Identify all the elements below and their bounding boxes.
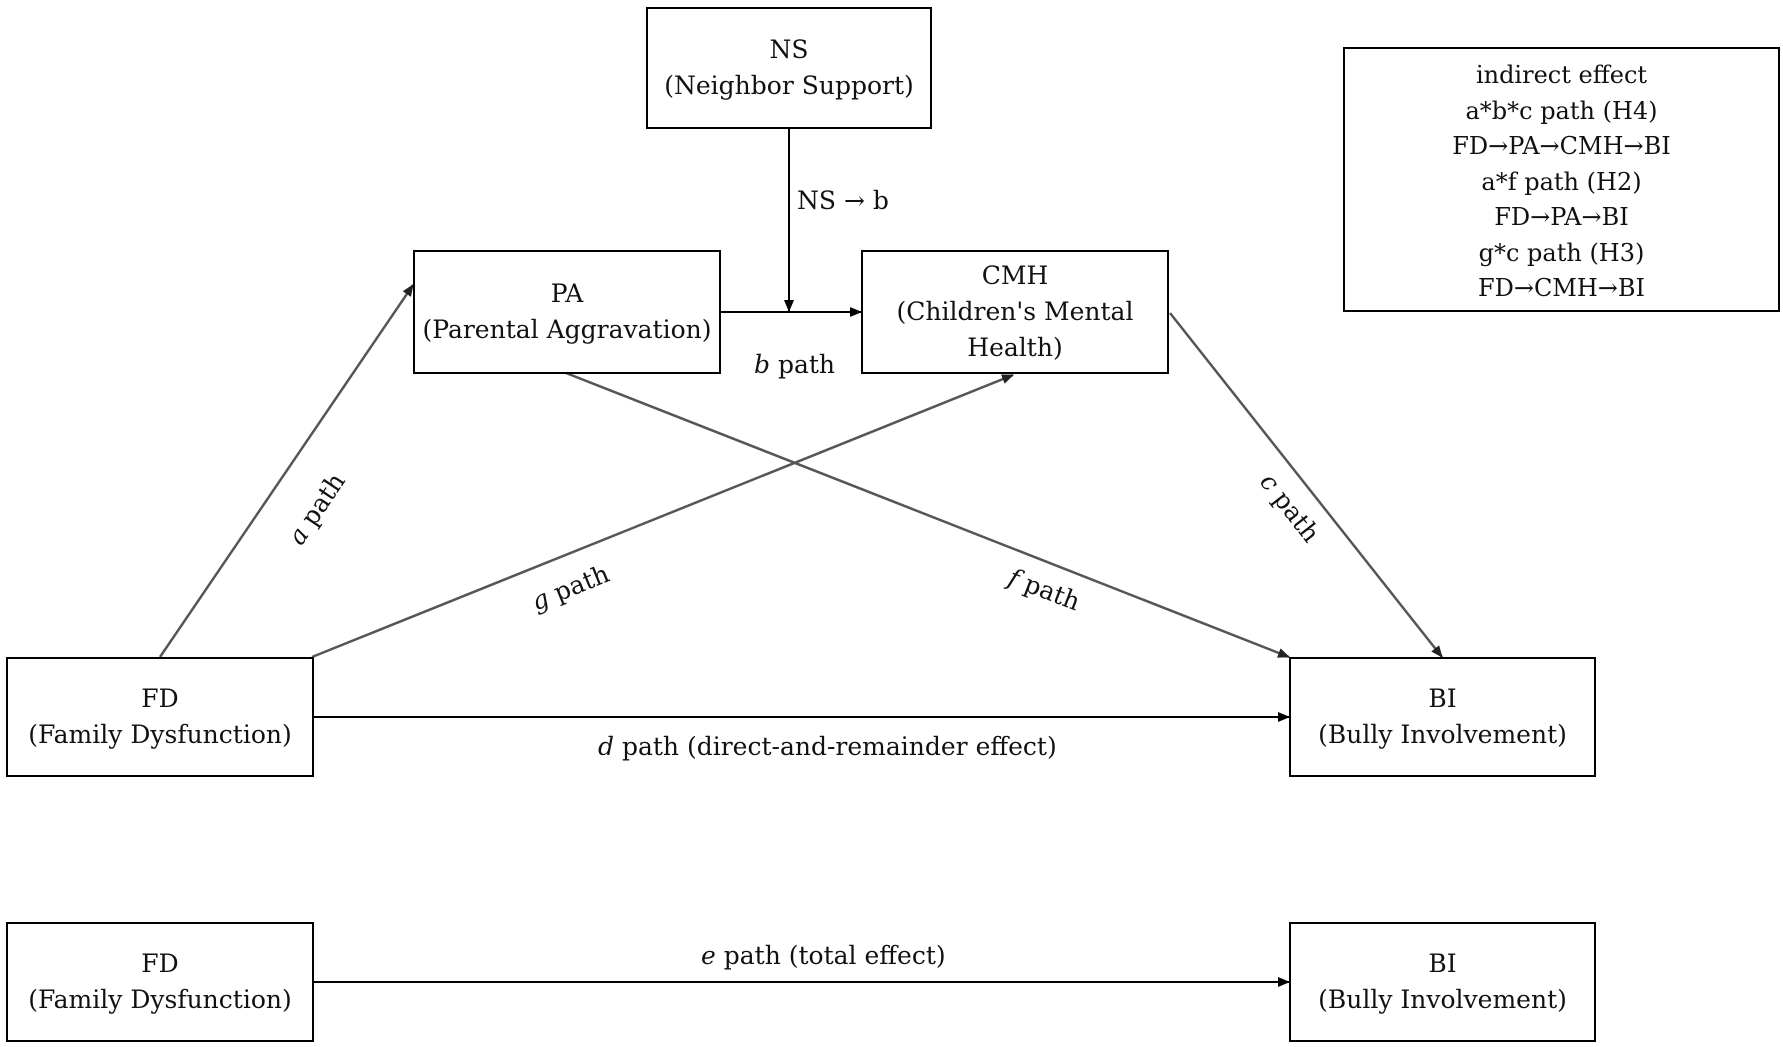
label-d-text: path (direct-and-remainder effect) bbox=[614, 732, 1057, 761]
label-ns-moderation: NS → b bbox=[797, 186, 889, 215]
legend-line: FD→PA→CMH→BI bbox=[1452, 132, 1671, 160]
arrow-a-path bbox=[158, 284, 415, 658]
label-b-letter: b bbox=[754, 350, 771, 379]
node-bi-abbr: BI bbox=[1428, 684, 1457, 713]
legend-line: FD→PA→BI bbox=[1494, 203, 1629, 231]
node-bi: BI (Bully Involvement) bbox=[1289, 657, 1596, 777]
node-cmh-full-line2: Health) bbox=[967, 333, 1063, 362]
arrow-c-path bbox=[1169, 312, 1443, 658]
node-pa-abbr: PA bbox=[550, 279, 584, 308]
label-d-letter: d bbox=[598, 732, 615, 761]
node-cmh-abbr: CMH bbox=[981, 261, 1049, 290]
node-fd-abbr: FD bbox=[141, 684, 179, 713]
node-pa: PA (Parental Aggravation) bbox=[413, 250, 721, 374]
label-b-path: b path bbox=[754, 350, 835, 380]
legend-line: FD→CMH→BI bbox=[1477, 274, 1646, 302]
node-cmh-full-line1: (Children's Mental bbox=[896, 297, 1134, 326]
legend-line: a*f path (H2) bbox=[1481, 167, 1642, 196]
label-b-text: path bbox=[770, 350, 836, 379]
node-bi-total-abbr: BI bbox=[1428, 949, 1457, 978]
node-bi-total: BI (Bully Involvement) bbox=[1289, 922, 1596, 1042]
node-ns-full: (Neighbor Support) bbox=[664, 71, 914, 100]
node-pa-full: (Parental Aggravation) bbox=[422, 315, 712, 344]
legend-title: indirect effect bbox=[1475, 61, 1648, 89]
node-fd-total-abbr: FD bbox=[141, 949, 179, 978]
label-e-path: e path (total effect) bbox=[701, 941, 946, 971]
label-d-path: d path (direct-and-remainder effect) bbox=[598, 732, 1057, 762]
arrow-f-path bbox=[565, 371, 1290, 659]
legend-line: g*c path (H3) bbox=[1478, 238, 1645, 267]
node-ns: NS (Neighbor Support) bbox=[646, 7, 932, 129]
arrow-g-path bbox=[311, 373, 1014, 659]
label-e-text: path (total effect) bbox=[715, 941, 946, 970]
node-fd: FD (Family Dysfunction) bbox=[6, 657, 314, 777]
node-fd-full: (Family Dysfunction) bbox=[28, 720, 292, 749]
node-bi-full: (Bully Involvement) bbox=[1318, 720, 1567, 749]
node-cmh: CMH (Children's Mental Health) bbox=[861, 250, 1169, 374]
node-bi-total-full: (Bully Involvement) bbox=[1318, 985, 1567, 1014]
legend-line: a*b*c path (H4) bbox=[1465, 96, 1658, 125]
label-e-letter: e bbox=[701, 941, 716, 970]
node-fd-total-full: (Family Dysfunction) bbox=[28, 985, 292, 1014]
node-fd-total: FD (Family Dysfunction) bbox=[6, 922, 314, 1042]
indirect-effect-legend: indirect effect a*b*c path (H4) FD→PA→CM… bbox=[1343, 47, 1780, 312]
node-ns-abbr: NS bbox=[769, 35, 809, 64]
